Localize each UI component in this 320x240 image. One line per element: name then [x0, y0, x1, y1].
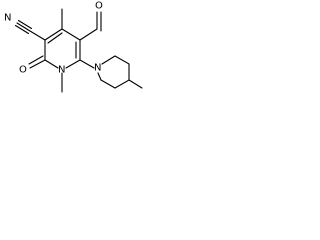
bond-ca-cb: [114, 55, 130, 65]
bond-c3-cn: [29, 30, 46, 41]
bond-cn-triple-c: [14, 24, 30, 35]
bond-c3-c4: [44, 28, 63, 41]
ring-nitrogen-label: N: [58, 65, 65, 76]
atom-labels: N O O N N: [4, 1, 103, 76]
substituents: [14, 8, 102, 93]
cyano-nitrogen-label: N: [4, 13, 11, 24]
bond-c2-o: [29, 59, 46, 69]
piperidine-nitrogen-label: N: [94, 63, 101, 74]
carbonyl-oxygen-label: O: [19, 65, 27, 76]
bond-np-ca: [101, 55, 116, 65]
bond-c5-cho: [79, 28, 98, 41]
bond-ce-np: [97, 72, 102, 81]
bond-n1-c2: [44, 59, 59, 69]
chemical-structure-diagram: N O O N N: [4, 1, 143, 93]
bond-cn-triple-b: [17, 19, 33, 30]
bond-cc-cd: [114, 79, 130, 89]
bond-c6-n1: [65, 59, 81, 69]
bond-cc-methyl: [128, 79, 143, 89]
pyridinone-ring: [44, 28, 81, 69]
bond-c6-npip: [79, 59, 95, 69]
bond-c3-c4-double: [47, 32, 63, 44]
aldehyde-oxygen-label: O: [95, 1, 103, 12]
piperidine-ring: [97, 55, 143, 89]
bond-c2-o-double: [28, 55, 44, 65]
bond-cn-triple-a: [16, 22, 31, 32]
bond-cd-ce: [100, 79, 116, 89]
bond-c4-c5: [61, 28, 81, 41]
